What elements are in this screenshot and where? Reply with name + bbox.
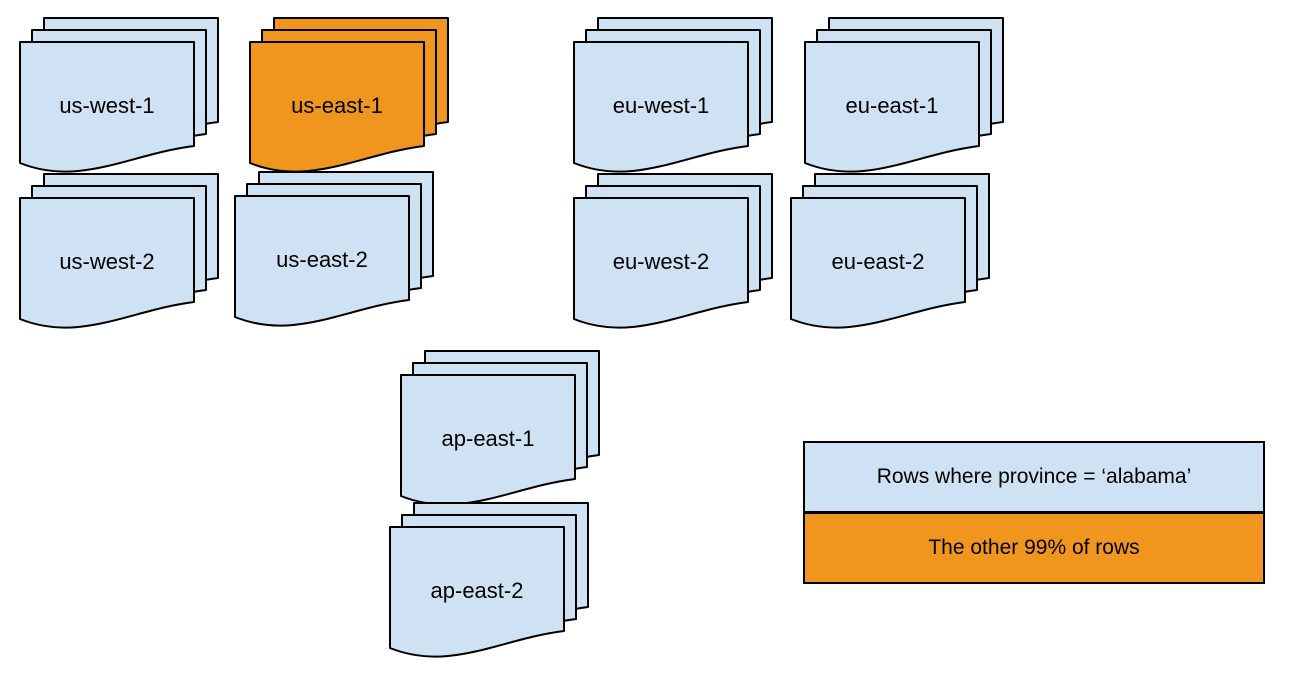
legend-label: The other 99% of rows [928,536,1140,559]
region-label: us-east-1 [291,93,383,118]
region-stack-us-east-1: us-east-1 [249,17,449,174]
legend-label: Rows where province = ‘alabama’ [876,465,1192,488]
region-stack-eu-east-2: eu-east-2 [790,173,990,330]
region-label: eu-west-2 [612,249,710,274]
stacked-documents-icon [249,17,449,173]
region-label: eu-east-2 [831,249,925,274]
legend: Rows where province = ‘alabama’ The othe… [803,441,1265,584]
stacked-documents-icon [790,173,990,329]
region-label: ap-east-1 [441,426,535,451]
region-stack-us-east-2: us-east-2 [234,171,434,328]
stacked-documents-icon [19,17,219,173]
region-stack-us-west-2: us-west-2 [19,173,219,330]
stacked-documents-icon [19,173,219,329]
legend-item-other-rows: The other 99% of rows [805,514,1263,582]
stacked-documents-icon [573,173,773,329]
stacked-documents-icon [400,350,600,506]
stacked-documents-icon [804,17,1004,173]
region-label: us-west-1 [59,93,155,118]
stacked-documents-icon [234,171,434,327]
region-label: eu-west-1 [612,93,710,118]
region-label: eu-east-1 [845,93,939,118]
legend-item-alabama-rows: Rows where province = ‘alabama’ [805,443,1263,514]
region-stack-eu-east-1: eu-east-1 [804,17,1004,174]
region-stack-ap-east-2: ap-east-2 [389,502,589,659]
stacked-documents-icon [389,502,589,658]
region-label: us-west-2 [59,249,155,274]
region-stack-eu-west-1: eu-west-1 [573,17,773,174]
region-label: us-east-2 [276,247,368,272]
region-stack-ap-east-1: ap-east-1 [400,350,600,507]
stacked-documents-icon [573,17,773,173]
region-stack-us-west-1: us-west-1 [19,17,219,174]
region-label: ap-east-2 [430,578,524,603]
region-stack-eu-west-2: eu-west-2 [573,173,773,330]
